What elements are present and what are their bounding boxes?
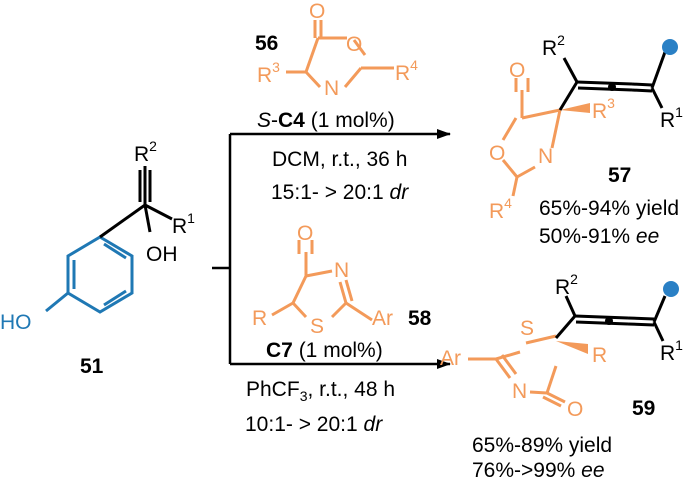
p58-carbonyl-o: O	[297, 222, 313, 245]
p58-ring-s: S	[310, 315, 324, 338]
p59-carbonyl-o: O	[567, 398, 583, 421]
reagent-id-56: 56	[255, 32, 278, 55]
p57-allene	[558, 51, 667, 111]
oxazolone-ring	[286, 20, 394, 89]
bottom-dr-line: 10:1- > 20:1 dr	[245, 413, 383, 436]
p59-ring-n: N	[512, 380, 527, 403]
reagent-56: O O N R3 R4 56	[255, 0, 418, 100]
p59-r-wedge	[556, 341, 588, 354]
p59-allene-center-dot	[605, 317, 613, 325]
p58-ring-n: N	[334, 259, 349, 282]
ho-label: HO	[0, 311, 32, 334]
p57-ring-n: N	[538, 145, 553, 168]
product-57-ring	[501, 78, 562, 197]
ring-n-label: N	[324, 77, 339, 100]
allene-center-dot	[608, 83, 616, 91]
p59-ring-s: S	[520, 317, 534, 340]
product-59: S N O Ar R R2 R1 59 65%-89% yield 76%->9…	[440, 271, 683, 482]
p57-ring-o: O	[489, 142, 505, 165]
compound-id-51: 51	[80, 355, 104, 378]
compound-51: HO R1 OH R2 51	[0, 138, 195, 378]
compound-id-57: 57	[608, 164, 631, 187]
p59-allene	[554, 295, 667, 342]
p57-r1: R1	[660, 104, 683, 132]
p59-ar: Ar	[440, 347, 461, 370]
compound-id-59: 59	[632, 397, 655, 420]
carbinol-r1-bond	[144, 203, 173, 221]
p57-r3: R3	[592, 95, 615, 123]
thiazolone-ring	[271, 240, 373, 322]
substituent-dot	[662, 39, 678, 55]
p59-r: R	[592, 344, 607, 367]
bottom-conditions: C7 (1 mol%) PhCF3, r.t., 48 h 10:1- > 20…	[245, 339, 395, 436]
r4-label: R4	[395, 57, 418, 85]
carbinol-oh-bond	[143, 204, 152, 233]
top-solvent-line: DCM, r.t., 36 h	[272, 148, 407, 171]
bottom-solvent-line: PhCF3, r.t., 48 h	[246, 378, 395, 404]
carbonyl-o-label: O	[309, 0, 325, 23]
r3-wedge	[560, 103, 590, 113]
alkyne-bond	[138, 166, 152, 205]
phenol-ring	[45, 235, 134, 314]
p59-r1: R1	[660, 337, 683, 365]
p59-r2: R2	[555, 271, 578, 299]
p57-yield: 65%-94% yield	[539, 197, 679, 220]
p58-ar: Ar	[372, 307, 393, 330]
p57-r4: R4	[489, 195, 512, 223]
p58-r: R	[252, 307, 267, 330]
r1-label: R1	[172, 210, 195, 238]
r2-label: R2	[134, 138, 157, 166]
top-catalyst-line: S-C4 (1 mol%)	[257, 109, 395, 132]
top-conditions: S-C4 (1 mol%) DCM, r.t., 36 h 15:1- > 20…	[257, 109, 409, 204]
p59-substituent-dot	[663, 281, 679, 297]
ring-o-label: O	[346, 33, 362, 56]
reagent-id-58: 58	[408, 307, 432, 330]
reagent-58: O N S R Ar 58	[252, 222, 432, 338]
p57-carbonyl-o: O	[509, 59, 525, 82]
product-59-ring	[468, 334, 566, 408]
reaction-arrows	[212, 129, 451, 369]
p59-ee: 76%->99% ee	[472, 459, 605, 482]
p57-ee: 50%-91% ee	[539, 225, 659, 248]
p59-yield: 65%-89% yield	[472, 434, 612, 457]
r3-label: R3	[257, 59, 280, 87]
p57-r2: R2	[542, 32, 565, 60]
product-57: O O N R3 R4 R2 R1 57 65%-94% yield 50%-9…	[489, 32, 683, 248]
top-dr-line: 15:1- > 20:1 dr	[271, 181, 409, 204]
bottom-catalyst-line: C7 (1 mol%)	[266, 339, 383, 362]
ring-carbinol-bond	[99, 203, 146, 239]
oh-label: OH	[146, 243, 178, 266]
